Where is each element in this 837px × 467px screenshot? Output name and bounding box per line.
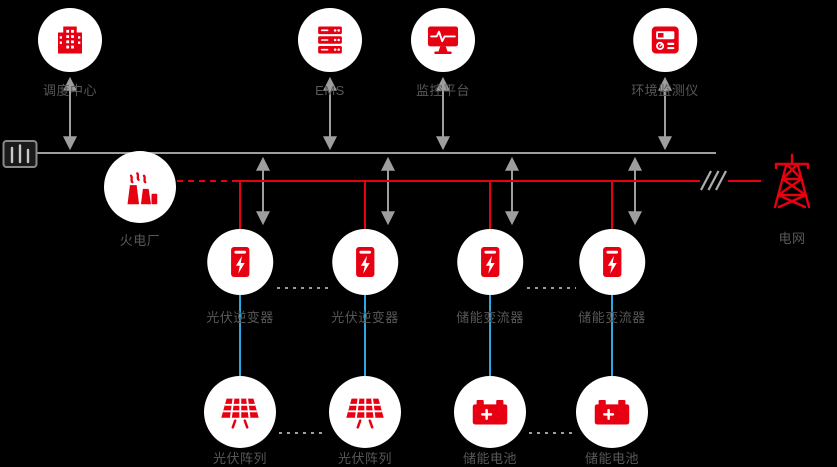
node-environment-monitor: 环境监测仪 <box>631 8 699 99</box>
node-storage-converter-2: 储能变流器 <box>578 229 646 326</box>
node-label: 储能变流器 <box>456 310 524 325</box>
dispatch-center-circle <box>38 8 102 72</box>
node-pv-array-1: 光伏阵列 <box>204 376 276 467</box>
sensor-device-icon <box>651 26 679 54</box>
node-label: 光伏阵列 <box>337 451 392 466</box>
node-label: 光伏逆变器 <box>331 310 399 325</box>
node-label: 调度中心 <box>42 83 97 98</box>
node-label: 储能变流器 <box>578 310 646 325</box>
node-label: 环境监测仪 <box>631 83 699 98</box>
inverter-icon <box>355 247 375 277</box>
node-label: 火电厂 <box>119 233 161 248</box>
inverter-icon <box>602 247 622 277</box>
node-storage-battery-1: 储能电池 <box>454 376 526 467</box>
ems-circle <box>298 8 362 72</box>
node-label: 光伏阵列 <box>212 451 267 466</box>
node-label: 监控平台 <box>415 83 470 98</box>
node-label: 光伏逆变器 <box>206 310 274 325</box>
pv-inverter-circle <box>331 229 398 295</box>
storage-converter-circle <box>456 229 523 295</box>
battery-icon <box>594 400 630 425</box>
node-storage-battery-2: 储能电池 <box>576 376 648 467</box>
pv-array-circle <box>204 376 276 448</box>
pv-array-circle <box>329 376 401 448</box>
comm-gateway-device <box>2 139 38 169</box>
server-icon <box>318 26 342 54</box>
inverter-icon <box>480 247 500 277</box>
monitoring-platform-circle <box>411 8 475 72</box>
node-label: EMS <box>315 83 345 98</box>
building-icon <box>58 26 82 54</box>
solar-panel-icon <box>346 398 384 429</box>
storage-battery-circle <box>454 376 526 448</box>
node-storage-converter-1: 储能变流器 <box>456 229 524 326</box>
pv-inverter-circle <box>206 229 273 295</box>
node-label: 电网 <box>778 231 806 246</box>
node-power-grid: 电网 <box>764 152 820 247</box>
node-pv-inverter-2: 光伏逆变器 <box>331 229 399 326</box>
battery-icon <box>472 400 508 425</box>
storage-converter-circle <box>578 229 645 295</box>
transmission-tower-icon <box>773 153 811 209</box>
meter-icon <box>2 140 38 168</box>
node-pv-inverter-1: 光伏逆变器 <box>206 229 274 326</box>
node-ems: EMS <box>298 8 362 99</box>
thermal-power-plant-circle <box>104 151 176 223</box>
node-monitoring-platform: 监控平台 <box>411 8 475 99</box>
node-pv-array-2: 光伏阵列 <box>329 376 401 467</box>
environment-monitor-circle <box>632 8 697 72</box>
solar-panel-icon <box>221 398 259 429</box>
node-label: 储能电池 <box>584 451 639 466</box>
node-dispatch-center: 调度中心 <box>38 8 102 99</box>
node-label: 储能电池 <box>462 451 517 466</box>
storage-battery-circle <box>576 376 648 448</box>
power-plant-icon <box>127 172 158 205</box>
monitor-pulse-icon <box>427 26 459 55</box>
node-thermal-power-plant: 火电厂 <box>104 151 176 249</box>
inverter-icon <box>230 247 250 277</box>
